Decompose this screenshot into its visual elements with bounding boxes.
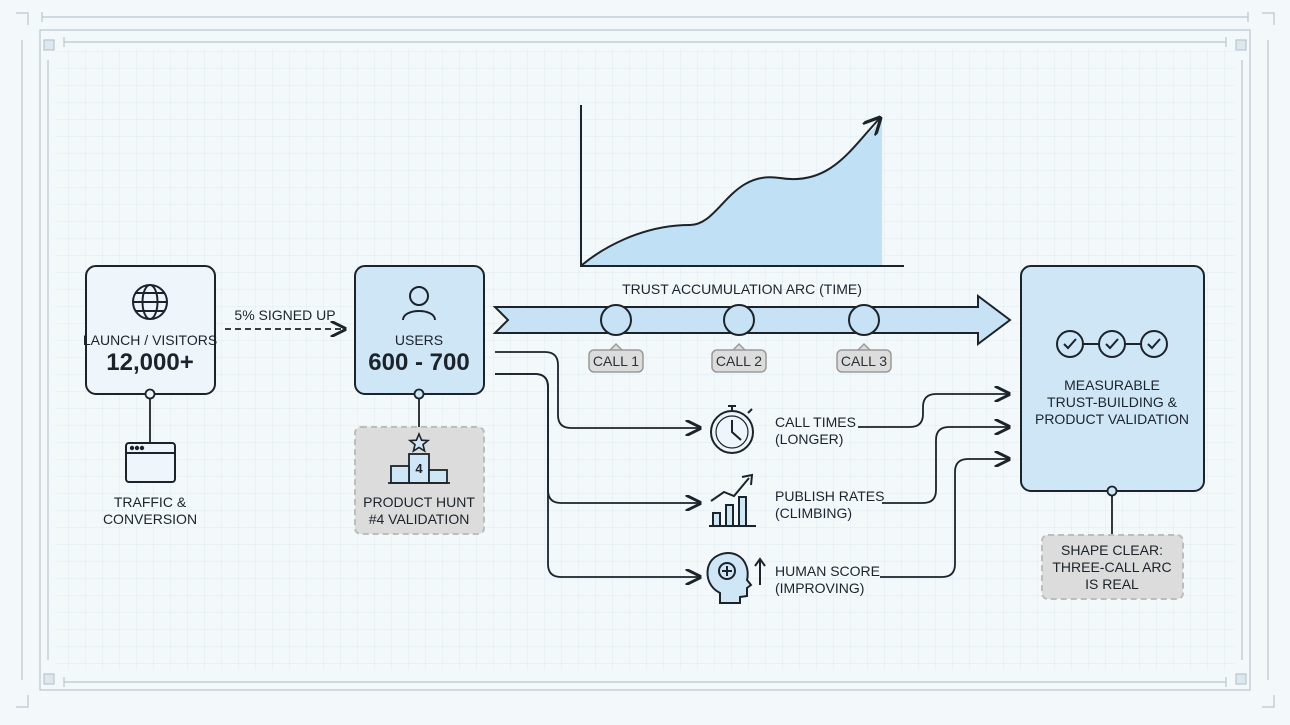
call-pill [588, 349, 644, 373]
call-3-label: CALL 3 [841, 353, 887, 369]
product-hunt-line1: PRODUCT HUNT [363, 494, 475, 510]
call-node-circle [600, 304, 632, 336]
podium-rank: 4 [415, 461, 423, 476]
stopwatch-icon [710, 405, 754, 454]
metric-human-score-line1: HUMAN SCORE [775, 563, 880, 579]
star-icon [407, 431, 431, 453]
product-hunt-card: 4 PRODUCT HUNT #4 VALIDATION [354, 426, 485, 535]
metric-call-times-line1: CALL TIMES [775, 414, 856, 430]
call-pill [836, 349, 892, 373]
users-value: 600 - 700 [368, 349, 469, 376]
branch-human-score [495, 373, 700, 577]
metric-publish-rates-line1: PUBLISH RATES [775, 488, 884, 504]
product-hunt-line2: #4 VALIDATION [369, 511, 470, 527]
metric-publish-rates-line2: (CLIMBING) [775, 505, 852, 521]
browser-window-icon [125, 442, 176, 483]
branch-call-times [495, 351, 700, 428]
result-line1: MEASURABLE [1064, 377, 1160, 393]
connector-dot [1106, 485, 1118, 497]
result-line2: TRUST-BUILDING & [1047, 394, 1178, 410]
call-pill [711, 349, 767, 373]
shape-line2: THREE-CALL ARC [1052, 559, 1171, 575]
launch-value: 12,000+ [106, 349, 193, 376]
validation-result-box: MEASURABLE TRUST-BUILDING & PRODUCT VALI… [1020, 265, 1205, 492]
call-node-3: CALL 3 [836, 304, 892, 373]
human-head-plus-icon [706, 552, 766, 604]
launch-label: LAUNCH / VISITORS [83, 332, 217, 348]
merge-human-score [880, 459, 1009, 578]
podium-icon: 4 [388, 431, 450, 484]
call-2-label: CALL 2 [716, 353, 762, 369]
user-icon [402, 286, 436, 321]
shape-line1: SHAPE CLEAR: [1061, 542, 1163, 558]
call-node-circle [723, 304, 755, 336]
arc-label: TRUST ACCUMULATION ARC (TIME) [622, 281, 862, 297]
rising-chart-icon [709, 473, 756, 527]
launch-visitors-box: LAUNCH / VISITORS 12,000+ [83, 265, 217, 395]
check-circles-icon [1056, 330, 1168, 358]
users-label: USERS [395, 332, 443, 348]
call-1-label: CALL 1 [593, 353, 639, 369]
chart-axes [580, 105, 904, 267]
signed-up-label: 5% SIGNED UP [234, 307, 335, 323]
connector-dot [144, 388, 156, 400]
globe-icon [132, 284, 168, 320]
call-node-2: CALL 2 [711, 304, 767, 373]
shape-clear-note: SHAPE CLEAR: THREE-CALL ARC IS REAL [1041, 534, 1184, 600]
connector-dot [413, 388, 425, 400]
merge-call-times [858, 394, 1009, 428]
traffic-line1: TRAFFIC & [114, 494, 187, 510]
growth-curve [581, 118, 880, 266]
trust-growth-chart [580, 105, 904, 267]
metric-human-score-line2: (IMPROVING) [775, 580, 864, 596]
blueprint-frame [16, 12, 1275, 708]
call-node-circle [848, 304, 880, 336]
metric-call-times-line2: (LONGER) [775, 431, 843, 447]
users-box: USERS 600 - 700 [354, 265, 485, 395]
merge-publish-rates [882, 427, 1009, 504]
call-node-1: CALL 1 [588, 304, 644, 373]
result-line3: PRODUCT VALIDATION [1035, 411, 1189, 427]
shape-line3: IS REAL [1085, 576, 1139, 592]
traffic-line2: CONVERSION [103, 511, 197, 527]
